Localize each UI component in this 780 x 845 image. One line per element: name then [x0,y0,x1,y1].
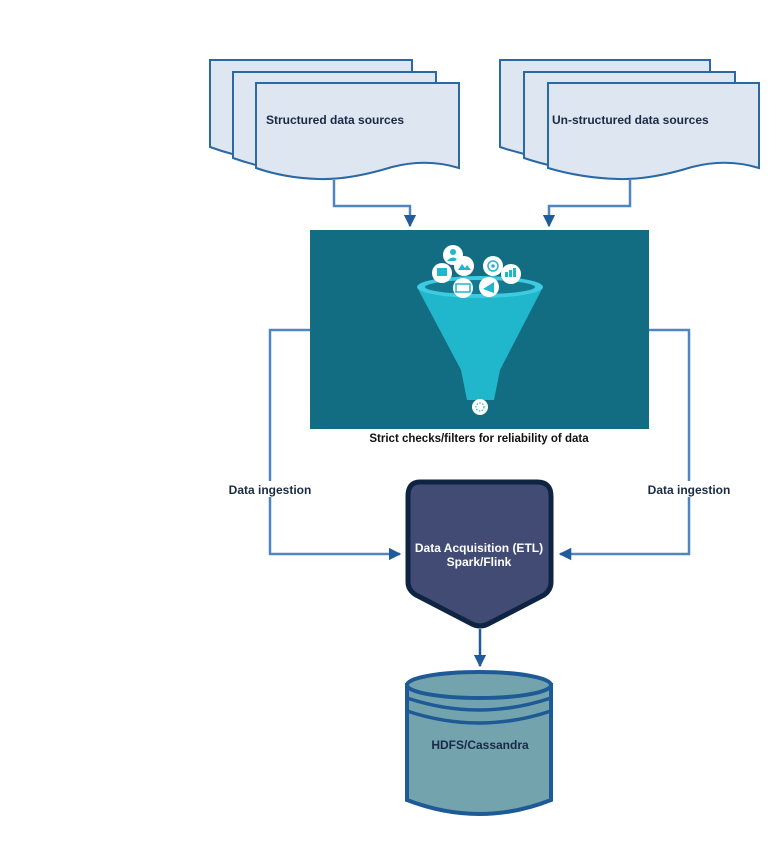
connector-left-ingestion [268,328,402,561]
left-label-bg [226,481,316,497]
filter-caption: Strict checks/filters for reliability of… [369,433,589,445]
connector-structured-to-filter [332,180,417,228]
chat-icon [432,263,452,283]
left-edge-label: Data ingestion [229,483,312,497]
funnel-item-icons [432,245,521,298]
chart-icon [501,264,521,284]
doc-sheet-front [255,82,460,181]
megaphone-icon [479,277,499,297]
cylinder-body [405,683,553,816]
output-drop-icon [472,399,488,415]
right-label-bg [646,481,734,497]
etl-shape [405,479,554,629]
storage-label: HDFS/Cassandra [431,738,529,752]
money-icon [453,278,473,298]
unstructured-sources-node[interactable]: Un-structured data sources [499,59,760,181]
etl-label-line1: Data Acquisition (ETL) [415,541,543,555]
cylinder-ring-1 [406,696,552,712]
unstructured-sources-label: Un-structured data sources [552,113,709,127]
right-edge-label: Data ingestion [648,483,731,497]
filter-node[interactable]: Strict checks/filters for reliability of… [310,230,649,445]
connector-unstructured-to-filter [542,180,632,228]
structured-sources-label: Structured data sources [266,113,404,127]
cylinder-ring-2 [406,709,552,725]
structured-sources-node[interactable]: Structured data sources [209,59,460,181]
etl-label-line2: Spark/Flink [447,555,512,569]
connector-right-ingestion [558,328,691,561]
etl-node[interactable]: Data Acquisition (ETL) Spark/Flink [405,479,554,629]
doc-sheet-front [547,82,760,181]
image-icon [454,256,474,276]
storage-node[interactable]: HDFS/Cassandra [405,670,553,816]
target-icon [483,256,503,276]
cylinder-top [405,670,553,700]
